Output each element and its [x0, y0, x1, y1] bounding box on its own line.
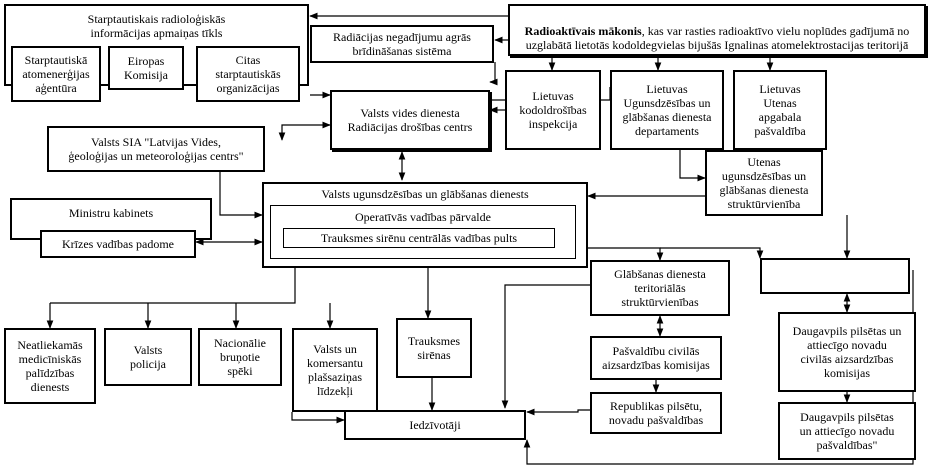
arrow-branches-to-residents	[501, 284, 590, 409]
international-network-title: Starptautiskais radioloģiskās informācij…	[87, 12, 226, 40]
sirens-box: Trauksmes sirēnas	[396, 318, 472, 378]
arrow-vugd-distribution	[148, 268, 296, 304]
municipal-cd-commissions-box: Pašvaldību civilās aizsardzības komisija…	[590, 336, 722, 380]
latgale-brigade-box	[760, 258, 910, 294]
territorial-units-box: Glābšanas dienesta teritoriālās struktūr…	[590, 260, 730, 316]
arrow-municip-to-residents	[526, 408, 590, 416]
arrow-warning-to-env	[489, 62, 498, 86]
crisis-council-box: Krīzes vadības padome	[40, 230, 196, 258]
arrow-media-to-residents	[291, 412, 345, 424]
cloud-description: , kas var rasties radioaktīvo vielu nopl…	[525, 24, 910, 52]
armed-forces-box: Nacionālie bruņotie spēki	[198, 328, 282, 386]
vugd-title: Valsts ugunsdzēsības un glābšanas dienes…	[321, 187, 529, 201]
lt-fire-department-box: Lietuvas Ugunsdzēsības un glābšanas dien…	[610, 70, 724, 150]
other-orgs-box: Citas starptautiskās organizācijas	[196, 46, 300, 102]
cloud-title: Radioaktīvais mākonis	[524, 24, 642, 38]
lvgmc-box: Valsts SIA "Latvijas Vides, ģeoloģijas u…	[47, 126, 265, 172]
emergency-medical-box: Neatliekamās medicīniskās palīdzības die…	[4, 328, 96, 404]
eu-commission-box: Eiropas Komisija	[108, 46, 184, 90]
mass-media-box: Valsts un komersantu plašsaziņas līdzekļ…	[292, 328, 378, 412]
siren-control-panel-box: Trauksmes sirēnu centrālās vadības pults	[283, 228, 555, 248]
daugavpils-cd-commissions-box: Daugavpils pilsētas un attiecīgo novadu …	[778, 312, 916, 392]
residents-box: Iedzīvotāji	[344, 410, 526, 440]
arrow-ltfire-to-utenas	[679, 150, 706, 182]
iaea-box: Starptautiskā atomenerģijas aģentūra	[11, 46, 101, 102]
early-warning-box: Radiācijas negadījumu agrās brīdināšanas…	[310, 25, 494, 63]
arrow-vugd-to-branches	[588, 247, 664, 261]
lt-nuclear-inspection-box: Lietuvas kodoldrošības inspekcija	[505, 70, 601, 150]
cabinet-of-ministers-title: Ministru kabinets	[68, 206, 154, 220]
city-municipalities-box: Republikas pilsētu, novadu pašvaldības	[590, 392, 722, 434]
arrow-vugd-to-latgale	[660, 247, 764, 259]
utena-fire-unit-box: Utenas ugunsdzēsības un glābšanas dienes…	[705, 150, 823, 216]
daugavpils-municipalities-box: Daugavpils pilsētas un attiecīgo novadu …	[778, 402, 916, 460]
radioactive-cloud-box: Radioaktīvais mākonis, kas var rasties r…	[508, 4, 926, 56]
operational-management-title: Operatīvās vadības pārvalde	[355, 210, 491, 224]
state-police-box: Valsts policija	[104, 328, 192, 386]
arrow-env-sia	[278, 121, 331, 141]
utena-municipality-box: Lietuvas Utenas apgabala pašvaldība	[733, 70, 827, 150]
arrow-sia-to-vugd	[219, 172, 263, 219]
env-radiation-centre-box: Valsts vides dienesta Radiācijas drošība…	[330, 90, 490, 150]
